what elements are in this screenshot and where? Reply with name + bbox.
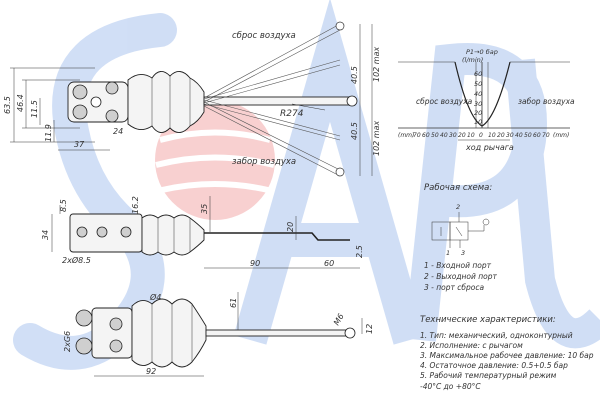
scheme-port-1: 1 xyxy=(446,249,450,257)
dim-12: 12 xyxy=(365,324,374,334)
x-tick: 70 xyxy=(413,132,421,139)
watermark-letter-p xyxy=(404,43,547,342)
rubber-boot-side xyxy=(141,214,205,256)
dim-60: 60 xyxy=(324,259,334,268)
dim-46-4: 46.4 xyxy=(16,94,25,112)
x-tick: 60 xyxy=(533,132,541,139)
dim-102-max-upper: 102 max xyxy=(372,46,381,82)
dim-40-5-upper: 40.5 xyxy=(350,66,359,84)
x-tick: 0 xyxy=(479,132,483,139)
x-tick: 40 xyxy=(440,132,448,139)
dim-2-5: 2.5 xyxy=(355,245,364,258)
region-intake: забор воздуха xyxy=(518,97,575,106)
scheme-legend-1: 1 - Входной порт xyxy=(424,261,492,270)
scheme-title: Рабочая схема: xyxy=(424,183,492,193)
x-tick: 50 xyxy=(524,132,532,139)
pressure-curve xyxy=(454,61,511,127)
lever-bottom xyxy=(205,329,347,337)
bottom-view: 61 Ø4 2xG6 92 M6 12 xyxy=(63,292,374,377)
x-tick: 70 xyxy=(542,132,550,139)
scheme-port-2: 2 xyxy=(456,203,460,211)
dim-20: 20 xyxy=(286,222,295,232)
top-view: 63.5 46.4 11.5 11.9 24 37 R274 сброс воз… xyxy=(3,21,381,177)
dim-r274: R274 xyxy=(280,109,304,119)
spec-item: 4. Остаточное давление: 0.5+0.5 бар xyxy=(420,361,568,370)
graph-y-title: P1→0 бар xyxy=(466,48,498,56)
port-fitting xyxy=(72,84,88,100)
dim-102-max-lower: 102 max xyxy=(372,120,381,156)
watermark-letter-u xyxy=(505,58,600,349)
y-tick: 30 xyxy=(474,100,482,108)
working-scheme: Рабочая схема: 2 1 3 1 - Входной порт 2 … xyxy=(424,183,498,292)
specs-title: Технические характеристики: xyxy=(420,315,556,325)
region-exhaust: сброс воздуха xyxy=(416,97,473,106)
x-tick: 10 xyxy=(488,132,496,139)
graph-x-title: ход рычага xyxy=(465,143,514,152)
pressure-graph: P1→0 бар (l/min) 60 50 40 30 20 10 сброс… xyxy=(398,48,575,152)
dim-61: 61 xyxy=(229,298,238,308)
dim-34: 34 xyxy=(41,230,50,240)
spec-item: 5. Рабочий температурный режим xyxy=(420,371,557,380)
y-tick: 60 xyxy=(474,70,482,78)
dim-2x-g6: 2xG6 xyxy=(63,331,72,352)
x-tick: 30 xyxy=(449,132,457,139)
dim-37: 37 xyxy=(74,140,85,149)
dim-8-5: 8.5 xyxy=(59,199,68,212)
watermark-globe-lines xyxy=(155,129,275,193)
watermark xyxy=(13,0,600,370)
scheme-legend-2: 2 - Выходной порт xyxy=(424,272,498,281)
port-fitting xyxy=(105,109,119,123)
x-tick: (mm) xyxy=(398,132,414,139)
x-tick: 60 xyxy=(422,132,430,139)
side-view: 8.5 16.2 35 20 34 2xØ8.5 90 60 2.5 xyxy=(41,196,364,269)
spec-temp-range: -40°С до +80°С xyxy=(420,382,481,391)
x-tick: (mm) xyxy=(553,132,569,139)
y-tick: 40 xyxy=(474,90,482,98)
port-fitting xyxy=(105,81,119,95)
y-tick: 20 xyxy=(474,109,482,117)
dim-35: 35 xyxy=(200,204,209,214)
graph-y-units: (l/min) xyxy=(462,56,483,64)
label-intake-air: забор воздуха xyxy=(232,157,296,167)
y-tick: 50 xyxy=(474,80,482,88)
rubber-boot-top xyxy=(127,71,205,133)
x-tick: 20 xyxy=(458,132,466,139)
dim-2x-d8-5: 2xØ8.5 xyxy=(62,255,91,265)
scheme-port-3: 3 xyxy=(461,249,465,257)
spec-item: 2. Исполнение: с рычагом xyxy=(420,341,523,350)
dim-d4: Ø4 xyxy=(149,292,161,302)
rubber-boot-bottom xyxy=(131,298,207,368)
dim-24: 24 xyxy=(113,127,123,136)
x-tick: 10 xyxy=(467,132,475,139)
scheme-legend-3: 3 - порт сброса xyxy=(424,283,484,292)
lever-side xyxy=(204,232,350,241)
x-tick: 50 xyxy=(431,132,439,139)
dim-11-5: 11.5 xyxy=(30,100,39,118)
x-tick: 30 xyxy=(506,132,514,139)
specifications: Технические характеристики: 1. Тип: меха… xyxy=(420,315,594,391)
spec-item: 1. Тип: механический, одноконтурный xyxy=(420,331,573,340)
dim-63-5: 63.5 xyxy=(3,96,12,114)
spec-item: 3. Максимальное рабочее давление: 10 бар xyxy=(420,351,594,360)
lever-arm xyxy=(203,96,353,106)
x-tick: 40 xyxy=(515,132,523,139)
dim-16-2: 16.2 xyxy=(131,196,140,214)
label-exhaust-air: сброс воздуха xyxy=(232,31,296,41)
port-fitting xyxy=(72,104,88,120)
dim-11-9: 11.9 xyxy=(44,124,53,142)
dim-m6: M6 xyxy=(332,312,346,327)
x-tick: 20 xyxy=(497,132,505,139)
dim-92: 92 xyxy=(146,367,156,376)
y-tick: 10 xyxy=(474,118,482,126)
dim-40-5-lower: 40.5 xyxy=(350,122,359,140)
dim-90: 90 xyxy=(250,259,260,268)
